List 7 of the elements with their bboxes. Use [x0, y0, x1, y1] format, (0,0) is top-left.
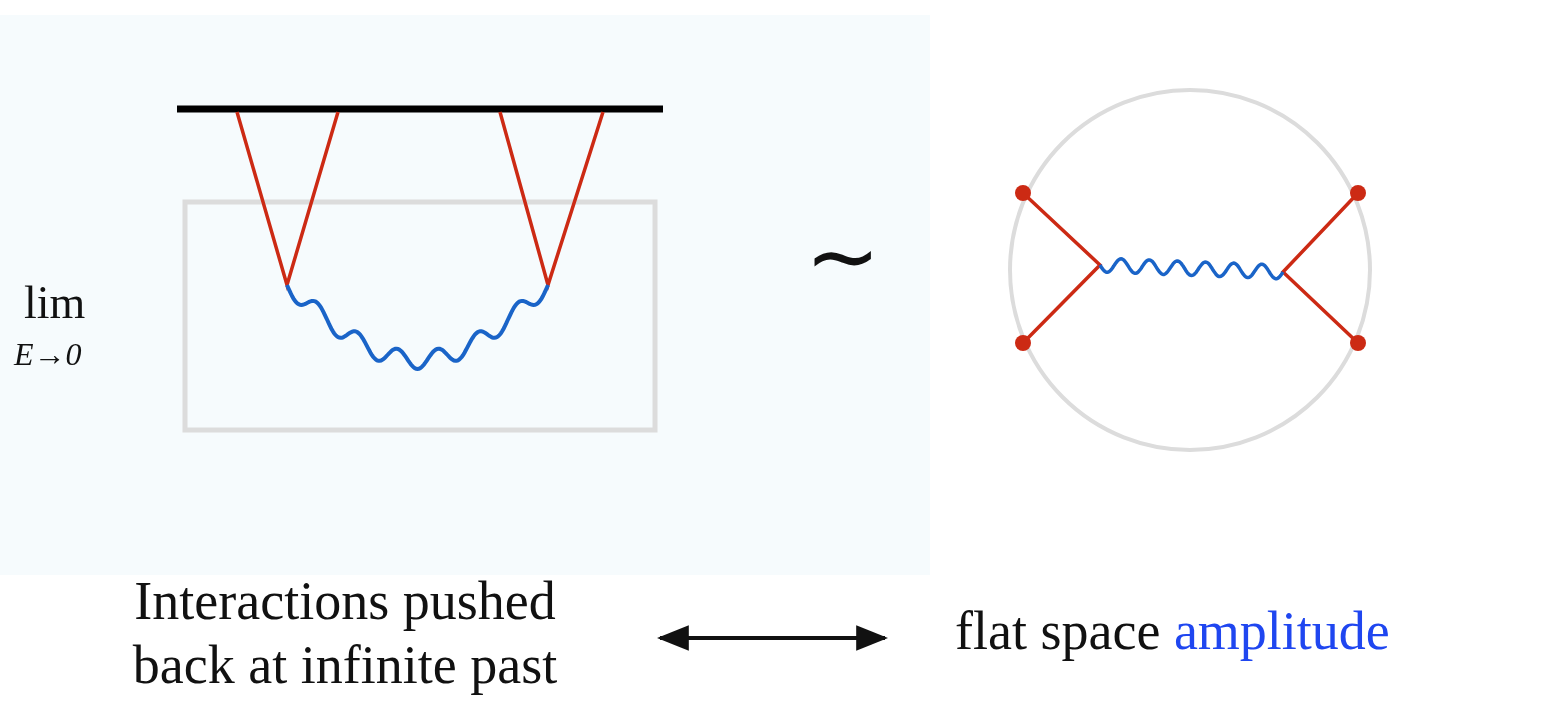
caption-text: flat space: [955, 601, 1161, 661]
math-label: ∼: [805, 212, 880, 302]
math-label: E→0: [14, 338, 82, 370]
math-label: lim: [24, 280, 86, 326]
double-arrow: [656, 625, 889, 651]
caption-text: amplitude: [1173, 601, 1390, 661]
caption-text: Interactions pushed back at infinite past: [132, 571, 558, 695]
